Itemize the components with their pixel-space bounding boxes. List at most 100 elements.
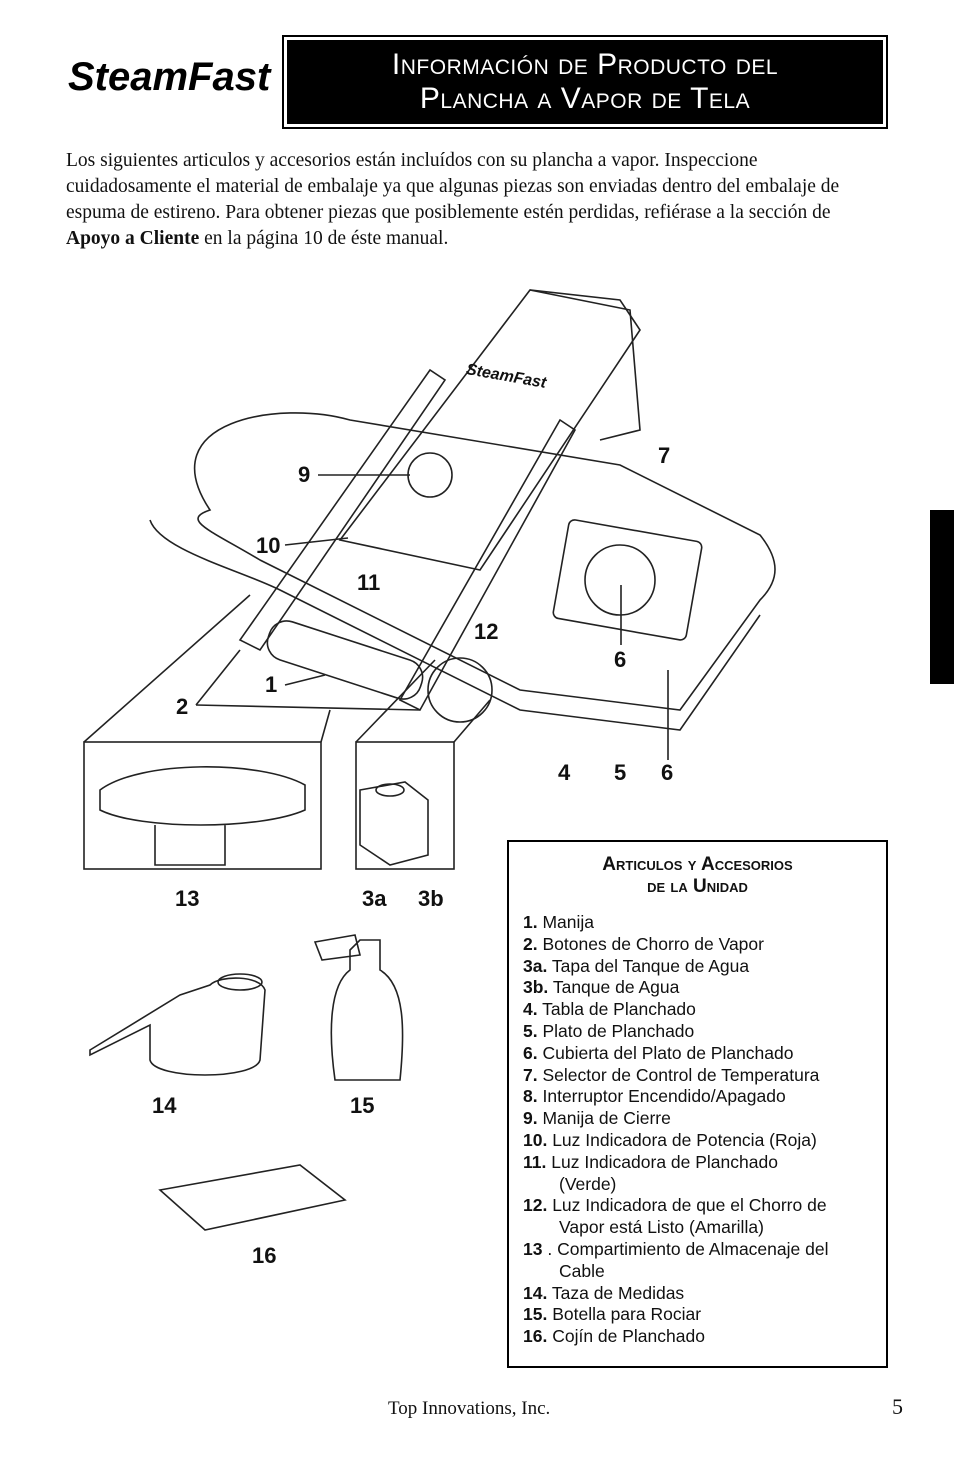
legend-title-line-1: Articulos y Accesorios (602, 854, 793, 875)
legend-item-number: 3b. (523, 977, 549, 998)
legend-item: 2. Botones de Chorro de Vapor (523, 934, 886, 956)
legend-item-number: 11. (523, 1151, 547, 1172)
legend-item: 8. Interruptor Encendido/Apagado (523, 1086, 886, 1108)
legend-item-label: Selector de Control de Temperatura (542, 1064, 820, 1085)
legend-item-label: Luz Indicadora de que el Chorro de (552, 1195, 827, 1216)
callout-2: 2 (176, 694, 188, 719)
measuring-cup (89, 977, 266, 1076)
temperature-panel (552, 519, 703, 641)
legend-item-label: Botones de Chorro de Vapor (542, 933, 764, 954)
water-tank-cap (375, 783, 405, 797)
legend-item-number: 10. (523, 1129, 548, 1150)
legend-item: 3b. Tanque de Agua (523, 977, 886, 999)
brand-logo-text: SteamFast (68, 55, 272, 99)
intro-bold-link: Apoyo a Cliente (66, 228, 200, 249)
callout-9: 9 (298, 462, 310, 487)
product-diagram: SteamFast 9 7 10 11 12 6 1 2 4 5 6 13 3a… (83, 289, 776, 1268)
legend-item-label: Interruptor Encendido/Apagado (542, 1086, 786, 1107)
callout-1-leader (284, 674, 326, 686)
intro-text-start: Los siguientes articulos y accesorios es… (66, 150, 840, 223)
lock-dial (407, 452, 453, 498)
page-title-line-1: Información de Producto del (391, 48, 779, 81)
inset-leader-left (83, 594, 251, 743)
legend-item-number: 1. (523, 912, 538, 932)
callout-7: 6 (614, 647, 626, 672)
callout-8: 7 (658, 443, 670, 468)
inset-leader-right (355, 659, 436, 743)
ironing-board-base (193, 412, 776, 711)
callout-15: 15 (350, 1093, 374, 1118)
legend-item-label: Botella para Rociar (552, 1304, 702, 1325)
legend-item-number: 8. (523, 1086, 538, 1107)
callout-12: 12 (474, 619, 498, 644)
legend-item-label: Manija (542, 912, 595, 932)
diagram-product-logo: SteamFast (465, 361, 548, 392)
legend-item: 4. Tabla de Planchado (523, 999, 886, 1021)
legend-item-number: 7. (523, 1064, 538, 1085)
intro-paragraph: Los siguientes articulos y accesorios es… (66, 148, 886, 252)
page-number: 5 (892, 1394, 903, 1419)
footer-company: Top Innovations, Inc. (388, 1398, 551, 1419)
callout-3b: 3b (418, 886, 444, 911)
legend-item: 11. Luz Indicadora de Planchado(Verde) (523, 1152, 886, 1196)
callout-11: 11 (357, 570, 380, 595)
legend-item-label: Plato de Planchado (542, 1020, 695, 1041)
callout-4: 4 (558, 760, 571, 785)
legend-item-label: Cubierta del Plato de Planchado (542, 1042, 794, 1063)
callout-13: 13 (175, 886, 199, 911)
legend-item-label: Cojín de Planchado (552, 1326, 705, 1347)
cord-storage-sketch (99, 766, 306, 866)
legend-item-number: 14. (523, 1282, 548, 1303)
legend-item-number: 6. (523, 1042, 538, 1063)
legend-item-label: Manija de Cierre (542, 1108, 671, 1129)
pressing-head (338, 289, 641, 571)
temperature-dial (584, 544, 656, 616)
legend-item-label: Tapa del Tanque de Agua (551, 955, 750, 976)
callout-5: 5 (614, 760, 626, 785)
legend-item: 10. Luz Indicadora de Potencia (Roja) (523, 1130, 886, 1152)
handle-bar (266, 620, 424, 700)
water-tank-magnifier (427, 657, 493, 723)
callout-1: 1 (265, 672, 277, 697)
legend-title-line-2: de la Unidad (647, 876, 748, 897)
callout-2-leader-b (195, 704, 421, 711)
water-tank-cube (359, 781, 429, 866)
ironing-pad (158, 1164, 347, 1231)
pressing-head-box (529, 289, 641, 441)
legend-item-label: Tanque de Agua (552, 977, 680, 998)
callout-14: 14 (152, 1093, 177, 1118)
legend-item-number: 3a. (523, 955, 548, 976)
callout-3a: 3a (362, 886, 387, 911)
legend-item: 6. Cubierta del Plato de Planchado (523, 1043, 886, 1065)
legend-item-number: 13 (523, 1238, 543, 1259)
inset-leader-left-2 (320, 709, 331, 743)
brand-logo: SteamFast (68, 55, 272, 99)
legend-item-number: 2. (523, 933, 538, 954)
legend-item-number: 16. (523, 1326, 548, 1347)
cord-storage-inset (83, 741, 322, 870)
page-title-line-2: Plancha a Vapor de Tela (419, 82, 751, 115)
legend-item: 14. Taza de Medidas (523, 1283, 886, 1305)
legend-item-number: 5. (523, 1020, 538, 1041)
legend-item: 15. Botella para Rociar (523, 1304, 886, 1326)
legend-item: 7. Selector de Control de Temperatura (523, 1065, 886, 1087)
callout-10: 10 (256, 533, 280, 558)
water-tank-inset (355, 741, 455, 870)
side-section-tab (930, 510, 954, 684)
callout-10-leader (284, 537, 349, 546)
parts-legend: Articulos y Accesorios de la Unidad 1. M… (507, 840, 888, 1368)
page-title: Información de Producto del Plancha a Va… (287, 40, 883, 124)
legend-item-label: . Compartimiento de Almacenaje del (547, 1238, 829, 1259)
legend-item-label: Luz Indicadora de Potencia (Roja) (552, 1129, 817, 1150)
inset-leader-right-2 (453, 699, 491, 743)
legend-item: 9. Manija de Cierre (523, 1108, 886, 1130)
legend-item: 5. Plato de Planchado (523, 1021, 886, 1043)
legend-item-continuation: Vapor está Listo (Amarilla) (559, 1217, 764, 1238)
intro-text-end: en la página 10 de éste manual. (199, 228, 449, 249)
handle-frame (238, 368, 577, 712)
callout-6: 6 (661, 760, 673, 785)
callout-16: 16 (252, 1243, 276, 1268)
